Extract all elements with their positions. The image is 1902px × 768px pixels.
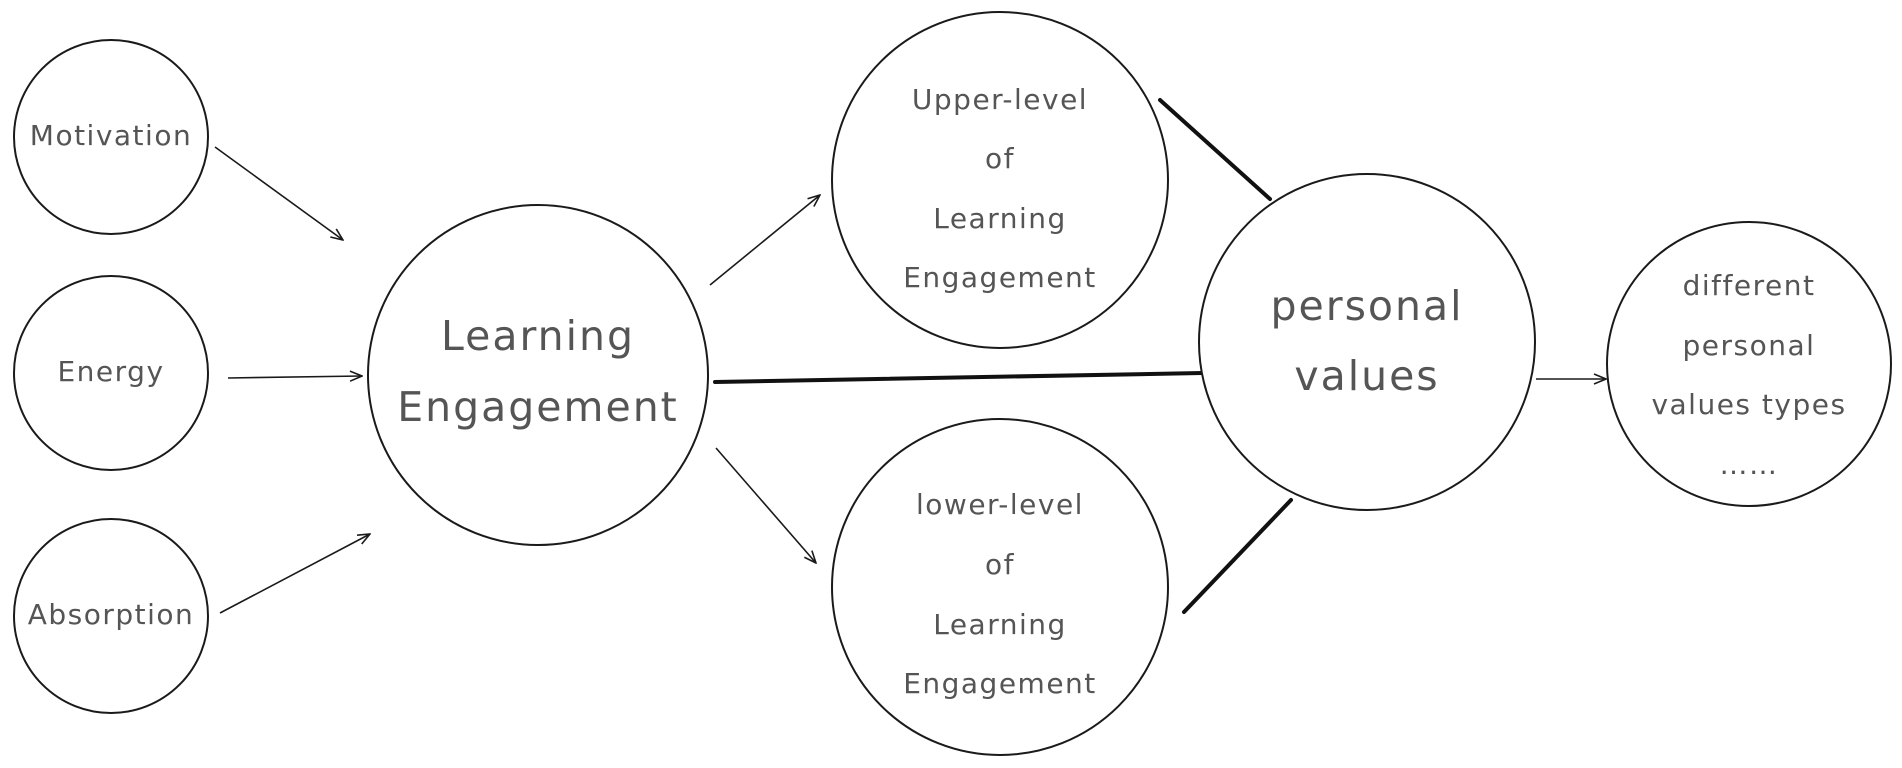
- lower-level-label-line4: Engagement: [903, 667, 1097, 700]
- learning-engagement-node: [367, 204, 709, 546]
- learning-engagement-label-line1: Learning: [441, 312, 635, 360]
- arrow-energy-to-engagement: [227, 376, 362, 378]
- arrow-engagement-to-lower-level: [715, 447, 816, 563]
- value-types-label-line4: ……: [1720, 448, 1779, 481]
- value-types-label-line2: personal: [1683, 329, 1816, 362]
- link-engagement-to-personal-values: [713, 371, 1204, 384]
- link-upper-level-to-personal-values: [1158, 98, 1272, 201]
- personal-values-node: [1198, 173, 1536, 511]
- upper-level-node: [831, 11, 1169, 349]
- value-types-node: [1606, 221, 1892, 507]
- upper-level-label-line1: Upper-level: [912, 83, 1088, 116]
- lower-level-label-line1: lower-level: [916, 488, 1084, 521]
- learning-engagement-label-line2: Engagement: [397, 383, 679, 431]
- energy-label: Energy: [57, 355, 164, 388]
- personal-values-label-line2: values: [1294, 352, 1439, 400]
- lower-level-node: [831, 418, 1169, 756]
- absorption-label: Absorption: [28, 598, 195, 631]
- arrow-motivation-to-engagement: [214, 146, 343, 240]
- value-types-label-line3: values types: [1651, 388, 1846, 421]
- absorption-node: [13, 518, 209, 714]
- energy-node: [13, 275, 209, 471]
- personal-values-label-line1: personal: [1270, 282, 1463, 330]
- nodes: [13, 11, 1892, 756]
- upper-level-label-line2: of: [985, 142, 1015, 175]
- motivation-node: [13, 39, 209, 235]
- motivation-label: Motivation: [30, 119, 192, 152]
- upper-level-label-line4: Engagement: [903, 261, 1097, 294]
- arrow-engagement-to-upper-level: [709, 195, 820, 286]
- value-types-label-line1: different: [1683, 269, 1816, 302]
- labels: Motivation Energy Absorption Learning En…: [28, 83, 1846, 700]
- arrow-absorption-to-engagement: [219, 534, 370, 614]
- lower-level-label-line3: Learning: [933, 608, 1067, 641]
- lower-level-label-line2: of: [985, 548, 1015, 581]
- link-lower-level-to-personal-values: [1182, 498, 1293, 614]
- connectors: [214, 98, 1606, 614]
- upper-level-label-line3: Learning: [933, 202, 1067, 235]
